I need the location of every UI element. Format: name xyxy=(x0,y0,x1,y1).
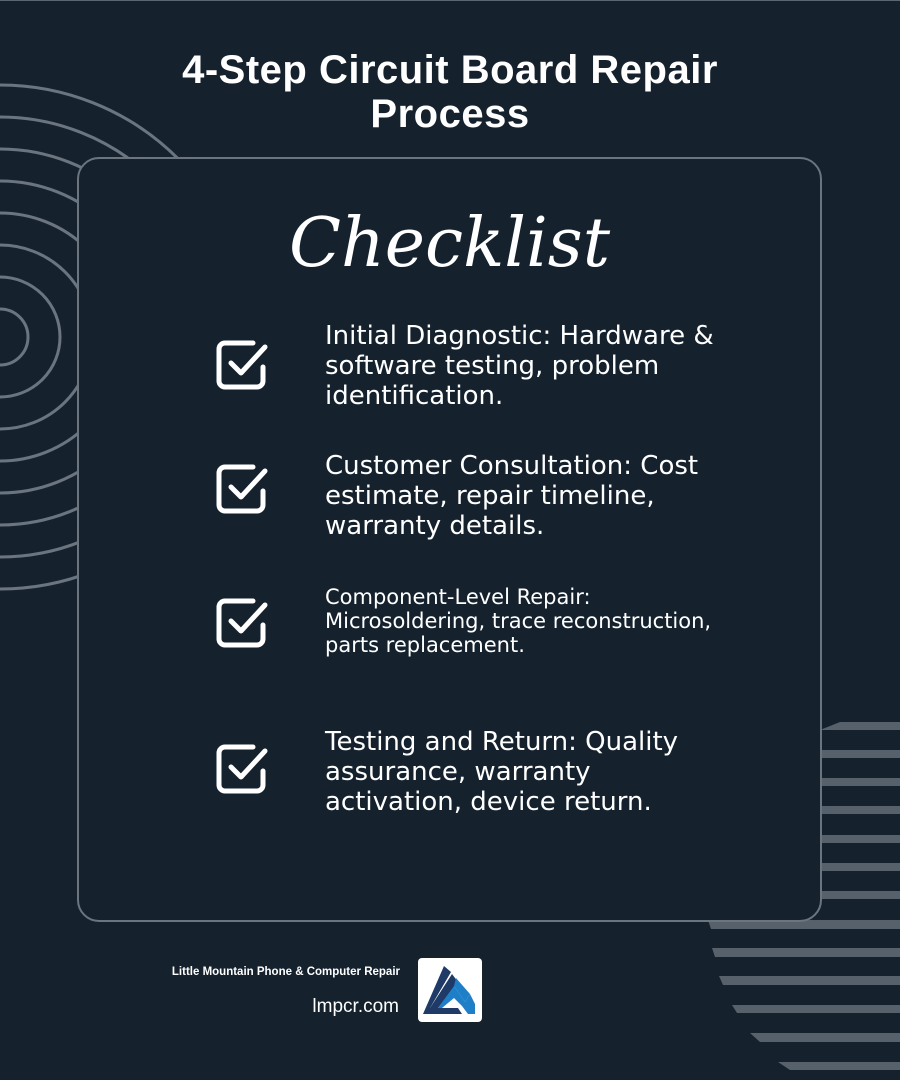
checklist-heading: Checklist xyxy=(288,204,611,283)
checkbox-checked-icon xyxy=(216,744,268,794)
checklist-item-text: Testing and Return: Quality assurance, w… xyxy=(325,727,679,817)
checkbox-checked-icon xyxy=(216,464,268,514)
page-title: 4-Step Circuit Board Repair Process xyxy=(0,48,900,136)
checkbox-checked-icon xyxy=(216,340,268,390)
page-title-line-1: 4-Step Circuit Board Repair xyxy=(182,48,718,92)
company-name: Little Mountain Phone & Computer Repair xyxy=(171,966,400,978)
checklist-item-text: Customer Consultation: Cost estimate, re… xyxy=(325,451,699,541)
company-website-link[interactable]: lmpcr.com xyxy=(312,996,399,1017)
checklist-card: Checklist Initial Diagnostic: Hardware &… xyxy=(77,157,822,922)
checklist-item-text: Component-Level Repair: Microsoldering, … xyxy=(325,585,712,657)
mountain-logo-icon xyxy=(423,966,475,1014)
striped-half-disc-decoration xyxy=(708,722,900,1070)
company-logo xyxy=(418,958,482,1022)
checkbox-checked-icon xyxy=(216,598,268,648)
top-border xyxy=(0,0,900,1)
checklist-item-text: Initial Diagnostic: Hardware & software … xyxy=(325,321,714,411)
page-title-line-2: Process xyxy=(370,92,530,136)
